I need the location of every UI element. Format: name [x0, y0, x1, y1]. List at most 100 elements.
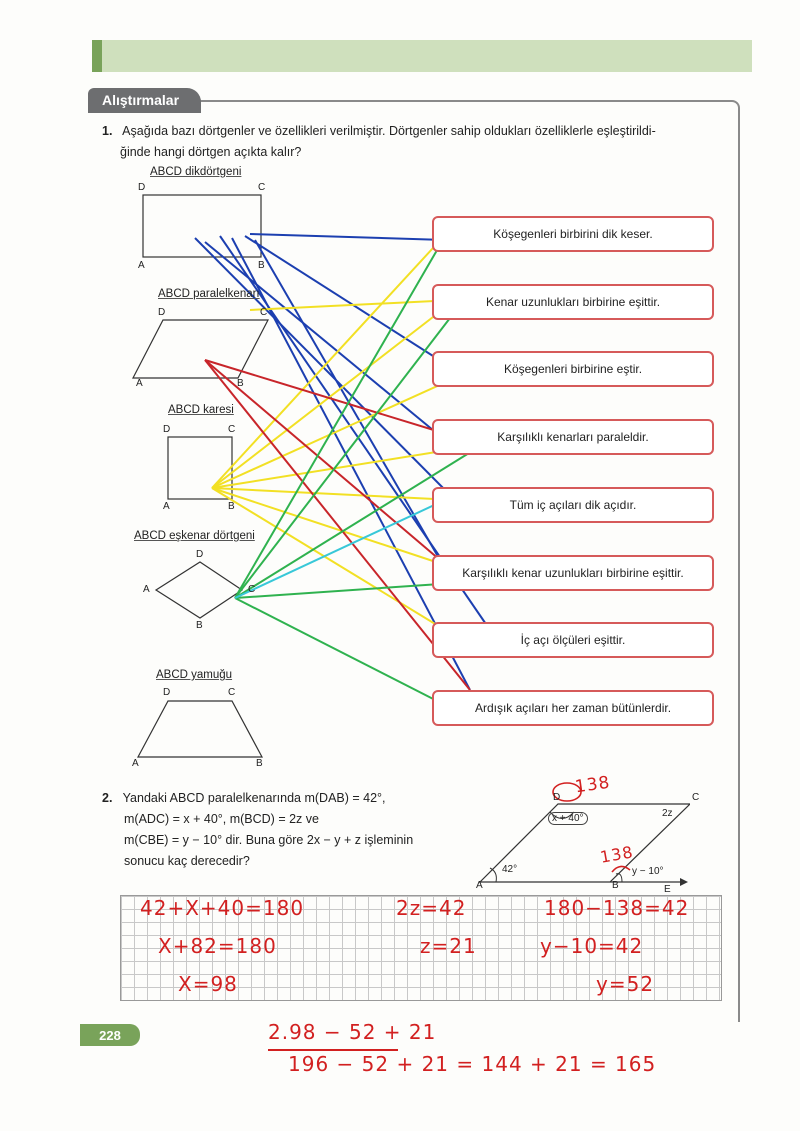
angle-B-label: y − 10°	[632, 866, 664, 877]
vertex-label: C	[258, 182, 266, 193]
q2-line4: sonucu kaç derecedir?	[124, 854, 250, 868]
answer-grid	[120, 895, 722, 1001]
property-box: İç açı ölçüleri eşittir.	[432, 622, 714, 658]
match-line	[204, 359, 441, 561]
q2-vertex-E: E	[664, 884, 671, 895]
match-line	[204, 359, 471, 691]
rhombus-figure	[154, 561, 244, 619]
property-text: Tüm iç açıları dik açıdır.	[509, 498, 637, 512]
q1-line1: Aşağıda bazı dörtgenler ve özellikleri v…	[122, 124, 656, 138]
page-number: 228	[80, 1024, 140, 1046]
vertex-label: B	[237, 378, 244, 389]
rectangle-figure	[142, 194, 262, 258]
q1-number: 1.	[102, 124, 113, 138]
hand-fraction-bar	[268, 1049, 398, 1051]
property-text: İç açı ölçüleri eşittir.	[520, 633, 626, 647]
angle-C-label: 2z	[662, 808, 673, 819]
q2-vertex-D: D	[553, 792, 561, 803]
parallelogram-figure	[132, 319, 269, 379]
property-box: Ardışık açıları her zaman bütünlerdir.	[432, 690, 714, 726]
property-text: Kenar uzunlukları birbirine eşittir.	[485, 295, 661, 309]
hand-col1-line2: X+82=180	[158, 934, 277, 958]
q2-line3: m(CBE) = y − 10° dir. Buna göre 2x − y +…	[124, 833, 414, 847]
vertex-label: C	[248, 584, 256, 595]
match-line	[204, 241, 446, 441]
section-tab: Alıştırmalar	[88, 88, 202, 113]
match-line	[234, 244, 441, 599]
match-line	[244, 235, 456, 371]
property-box: Kenar uzunlukları birbirine eşittir.	[432, 284, 714, 320]
match-line	[231, 237, 471, 691]
shape-title-rectangle: ABCD dikdörtgeni	[150, 166, 242, 178]
property-box: Karşılıklı kenarları paraleldir.	[432, 419, 714, 455]
vertex-label: C	[228, 424, 236, 435]
match-line	[234, 581, 471, 599]
hand-col1-line3: X=98	[178, 972, 238, 996]
q2-number: 2.	[102, 791, 113, 805]
shape-title-rhombus: ABCD eşkenar dörtgeni	[134, 530, 255, 542]
match-line	[211, 234, 446, 489]
hand-bottom-line1: 2.98 − 52 + 21	[268, 1020, 437, 1044]
exercise-frame	[92, 100, 740, 1022]
match-line	[254, 239, 441, 561]
vertex-label: A	[136, 378, 143, 389]
vertex-label: B	[256, 758, 263, 769]
vertex-label: B	[258, 260, 265, 271]
hand-col3-line1: 180−138=42	[544, 896, 690, 920]
vertex-label: D	[163, 687, 171, 698]
property-box: Köşegenleri birbirine eştir.	[432, 351, 714, 387]
vertex-label: D	[196, 549, 204, 560]
shape-title-parallelogram: ABCD paralelkenarı	[158, 288, 260, 300]
vertex-label: D	[158, 307, 166, 318]
angle-A-label: 42°	[502, 864, 518, 875]
vertex-label: A	[138, 260, 145, 271]
q2-figure	[478, 782, 690, 886]
match-line	[234, 499, 446, 599]
header-band	[92, 40, 752, 72]
hand-bottom-line2: 196 − 52 + 21 = 144 + 21 = 165	[288, 1052, 657, 1076]
property-text: Karşılıklı kenar uzunlukları birbirine e…	[462, 566, 684, 580]
q2-vertex-C: C	[692, 792, 700, 803]
match-line	[249, 299, 456, 311]
match-line	[234, 304, 461, 599]
vertex-label: B	[196, 620, 203, 631]
angle-D-label: x + 40°	[548, 812, 588, 825]
trapezoid-figure	[136, 700, 264, 758]
hand-col1-line1: 42+X+40=180	[140, 896, 305, 920]
square-figure	[167, 436, 233, 500]
vertex-label: D	[163, 424, 171, 435]
hand-col3-line2: y−10=42	[540, 934, 644, 958]
q2-line2: m(ADC) = x + 40°, m(BCD) = 2z ve	[124, 812, 319, 826]
vertex-label: A	[143, 584, 150, 595]
vertex-label: D	[138, 182, 146, 193]
vertex-label: A	[132, 758, 139, 769]
q2-text: 2. Yandaki ABCD paralelkenarında m(DAB) …	[102, 788, 462, 872]
match-line	[234, 439, 491, 599]
property-text: Köşegenleri birbirini dik keser.	[493, 227, 653, 241]
property-text: Ardışık açıları her zaman bütünlerdir.	[474, 701, 672, 715]
q2-vertex-B: B	[612, 880, 619, 891]
shape-title-trapezoid: ABCD yamuğu	[156, 669, 233, 681]
match-line	[211, 487, 446, 566]
vertex-label: C	[228, 687, 236, 698]
vertex-label: C	[260, 307, 268, 318]
shape-title-square: ABCD karesi	[168, 404, 234, 416]
property-box: Köşegenleri birbirini dik keser.	[432, 216, 714, 252]
property-text: Karşılıklı kenarları paraleldir.	[497, 430, 649, 444]
vertex-label: B	[228, 501, 235, 512]
match-line	[211, 487, 456, 501]
hand-col2-line1: 2z=42	[396, 896, 467, 920]
hand-col3-line3: y=52	[596, 972, 655, 996]
match-line	[211, 377, 456, 489]
vertex-label: A	[163, 501, 170, 512]
q2-line1: Yandaki ABCD paralelkenarında m(DAB) = 4…	[122, 791, 386, 805]
property-box: Karşılıklı kenar uzunlukları birbirine e…	[432, 555, 714, 591]
property-box: Tüm iç açıları dik açıdır.	[432, 487, 714, 523]
q2-vertex-A: A	[476, 880, 483, 891]
match-line	[234, 597, 446, 706]
hand-col2-line2: z=21	[420, 934, 477, 958]
match-line	[204, 359, 451, 436]
match-line	[249, 233, 446, 241]
match-line	[211, 299, 456, 489]
match-line	[211, 487, 446, 631]
